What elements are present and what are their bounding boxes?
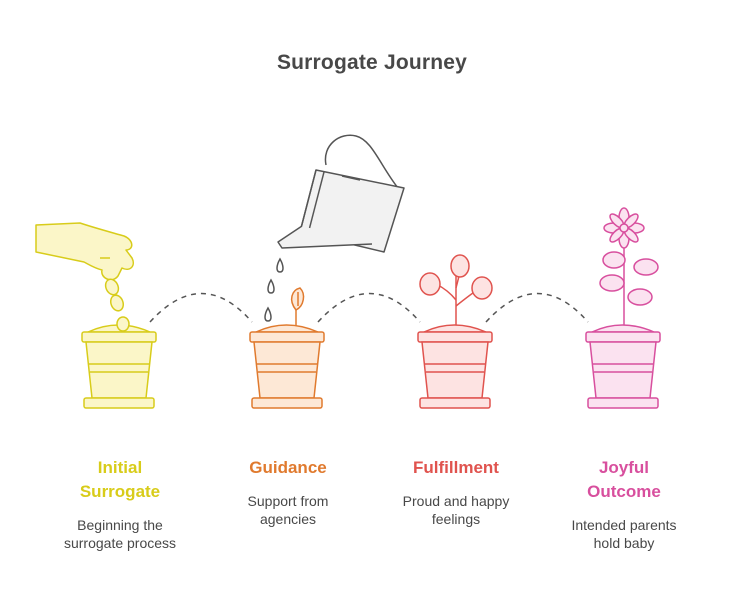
pot-4 [585, 207, 661, 409]
pot-2 [249, 287, 325, 409]
stage-3-desc-line2: feelings [431, 511, 481, 527]
stage-3-title: Fulfillment [386, 456, 526, 480]
stage-1-desc-line2: surrogate process [63, 535, 177, 551]
stage-3-title-line1: Fulfillment [413, 458, 499, 477]
stage-1-title-line1: Initial [97, 458, 143, 477]
connector-arc-2 [317, 292, 421, 323]
stage-2-title-line1: Guidance [249, 458, 327, 477]
hand-icon [35, 222, 134, 281]
stage-4-desc-line1: Intended parents [571, 517, 677, 533]
stage-4-desc-line2: hold baby [593, 535, 655, 551]
water-drops [264, 257, 284, 322]
stage-2-desc-line2: agencies [259, 511, 317, 527]
seed-1 [104, 278, 120, 296]
stage-2-desc: Support from agencies [208, 492, 368, 528]
stage-4-title-line2: Outcome [587, 482, 661, 501]
stage-4-desc: Intended parents hold baby [544, 516, 704, 552]
stage-3-desc-line1: Proud and happy [402, 493, 510, 509]
page-title: Surrogate Journey [276, 51, 468, 74]
stage-1-desc: Beginning the surrogate process [40, 516, 200, 552]
watering-can-icon [277, 134, 405, 253]
pot-3 [417, 254, 493, 409]
connector-arcs [149, 292, 589, 323]
seed-2 [109, 294, 125, 312]
connector-arc-1 [149, 292, 253, 323]
stage-2-desc-line1: Support from [247, 493, 329, 509]
stage-4-title-line1: Joyful [598, 458, 650, 477]
connector-arc-3 [485, 292, 589, 323]
seed-3 [116, 316, 130, 332]
flower-icon [603, 207, 645, 249]
pot-1 [81, 278, 157, 409]
stage-1-title-line2: Surrogate [79, 482, 161, 501]
stage-2-title: Guidance [218, 456, 358, 480]
stage-1-desc-line1: Beginning the [77, 517, 163, 533]
stage-4-title: Joyful Outcome [554, 456, 694, 504]
stage-1-title: Initial Surrogate [50, 456, 190, 504]
stage-3-desc: Proud and happy feelings [376, 492, 536, 528]
